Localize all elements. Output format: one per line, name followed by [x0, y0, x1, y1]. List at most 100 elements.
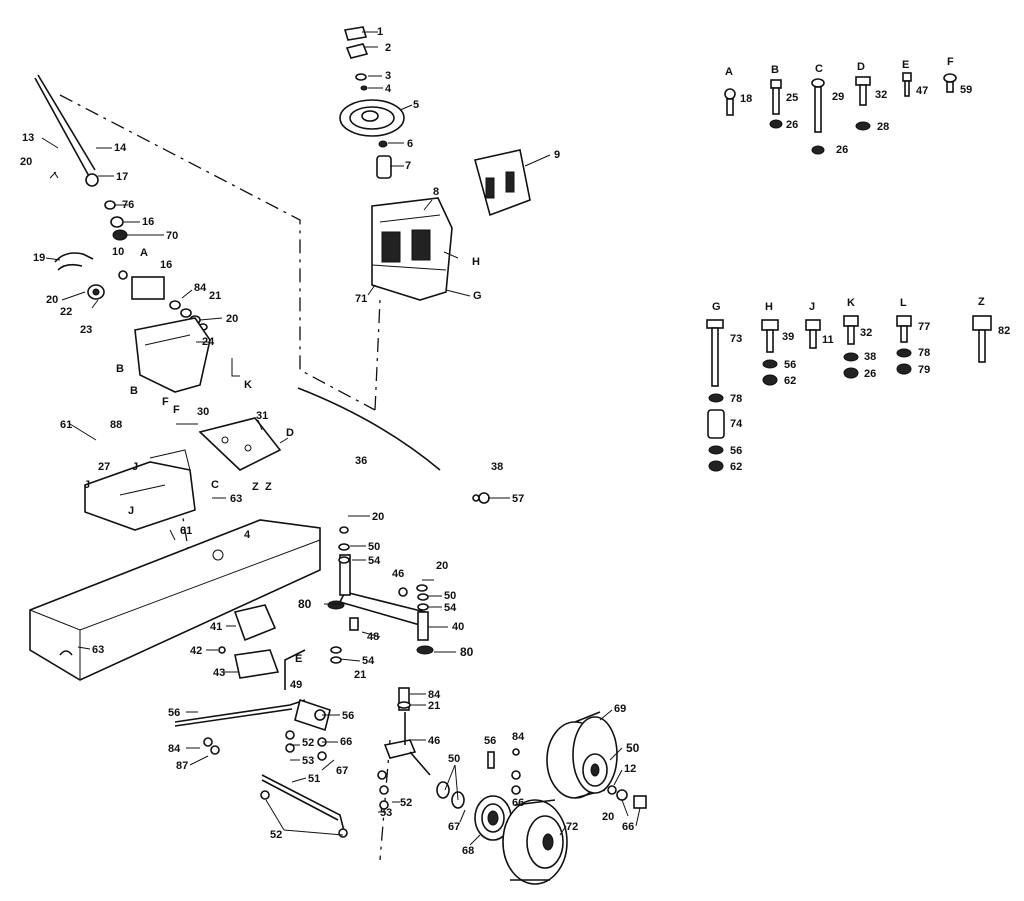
- cap-1: [343, 26, 368, 41]
- callout: 20: [226, 313, 238, 325]
- legend-num: 18: [740, 93, 752, 105]
- legend-num: 73: [730, 333, 742, 345]
- callout: 69: [614, 703, 626, 715]
- callout: 84: [428, 689, 441, 701]
- callout: 9: [554, 149, 560, 161]
- legend-letter: F: [947, 56, 954, 68]
- legend-num: 59: [960, 84, 972, 96]
- legend-num: 82: [998, 325, 1010, 337]
- callout: 12: [624, 763, 636, 775]
- bracket-assembly: [54, 252, 208, 331]
- callout: 66: [622, 821, 634, 833]
- plate-24: [134, 317, 240, 393]
- callout: 8: [433, 186, 439, 198]
- legend-num: 26: [786, 119, 798, 131]
- callout: 13: [22, 132, 34, 144]
- callout: 42: [190, 645, 202, 657]
- callout: 49: [290, 679, 302, 691]
- callout: A: [140, 247, 148, 259]
- callout: 5: [413, 99, 419, 111]
- legend-num: 26: [836, 144, 848, 156]
- legend-num: 25: [786, 92, 798, 104]
- callout: 84: [512, 731, 525, 743]
- callout: 50: [444, 590, 456, 602]
- platform-27: [84, 449, 196, 531]
- callout: 16: [160, 259, 172, 271]
- legend-num: 74: [730, 418, 743, 430]
- legend-letter: J: [809, 301, 815, 313]
- callout: 54: [362, 655, 375, 667]
- callout: 57: [512, 493, 524, 505]
- legend-num: 47: [916, 85, 928, 97]
- callout: 52: [302, 737, 314, 749]
- front-tire: [502, 799, 568, 885]
- callout: 16: [142, 216, 154, 228]
- callout: G: [473, 290, 482, 302]
- phantom-lines: [59, 94, 391, 861]
- cable-36: [297, 387, 441, 471]
- bracket-41-43: [218, 604, 280, 679]
- callout: 21: [428, 700, 440, 712]
- small-fasteners: [487, 748, 521, 795]
- callout: 63: [230, 493, 242, 505]
- callout: 56: [342, 710, 354, 722]
- callout: 52: [270, 829, 282, 841]
- callout: J: [128, 505, 134, 517]
- legend-bottom-labels: G 73 78 74 56 62 H 39 56 62 J 11 K 32 38…: [712, 296, 1010, 473]
- shift-lever-rod: [34, 77, 91, 179]
- callout: 88: [110, 419, 122, 431]
- callout: 71: [355, 293, 367, 305]
- callout: B: [116, 363, 124, 375]
- callout: 80: [460, 645, 474, 659]
- callout: 84: [168, 743, 181, 755]
- callout: 43: [213, 667, 225, 679]
- callout: 87: [176, 760, 188, 772]
- drag-link: [174, 649, 331, 761]
- steering-column: [339, 26, 405, 179]
- knob: [85, 173, 99, 187]
- hardware-legend-bottom: [706, 315, 992, 472]
- callout: 41: [210, 621, 222, 633]
- callout: D: [286, 427, 294, 439]
- bracket-16: [131, 276, 165, 300]
- callout: 22: [60, 306, 72, 318]
- callout: Z: [252, 481, 259, 493]
- legend-num: 56: [730, 445, 742, 457]
- legend-num: 32: [875, 89, 887, 101]
- callout: 3: [385, 70, 391, 82]
- callout: 70: [166, 230, 178, 242]
- front-axle: [327, 526, 434, 664]
- callout: 21: [354, 669, 366, 681]
- callout: 20: [46, 294, 58, 306]
- callout: 67: [448, 821, 460, 833]
- callout: 56: [484, 735, 496, 747]
- callout: 20: [20, 156, 32, 168]
- frame: [29, 519, 321, 681]
- legend-letter: A: [725, 66, 733, 78]
- legend-letter: L: [900, 297, 907, 309]
- legend-letter: C: [815, 63, 823, 75]
- rear-wheel: [546, 711, 647, 809]
- callout: F: [173, 404, 180, 416]
- callout: 61: [180, 525, 192, 537]
- callout: 27: [98, 461, 110, 473]
- callout: 7: [405, 160, 411, 172]
- callout: 53: [302, 755, 314, 767]
- legend-letter: E: [902, 59, 909, 71]
- callout: 67: [336, 765, 348, 777]
- callout: 50: [448, 753, 460, 765]
- callout: C: [211, 479, 219, 491]
- legend-num: 32: [860, 327, 872, 339]
- legend-num: 62: [730, 461, 742, 473]
- plate-31: [198, 417, 282, 471]
- legend-num: 28: [877, 121, 889, 133]
- callout: K: [244, 379, 252, 391]
- legend-letter: B: [771, 64, 779, 76]
- callout: H: [472, 256, 480, 268]
- callout: 51: [308, 773, 320, 785]
- callout: 66: [340, 736, 352, 748]
- callout: 24: [202, 336, 215, 348]
- legend-letter: H: [765, 301, 773, 313]
- legend-letter: D: [857, 61, 865, 73]
